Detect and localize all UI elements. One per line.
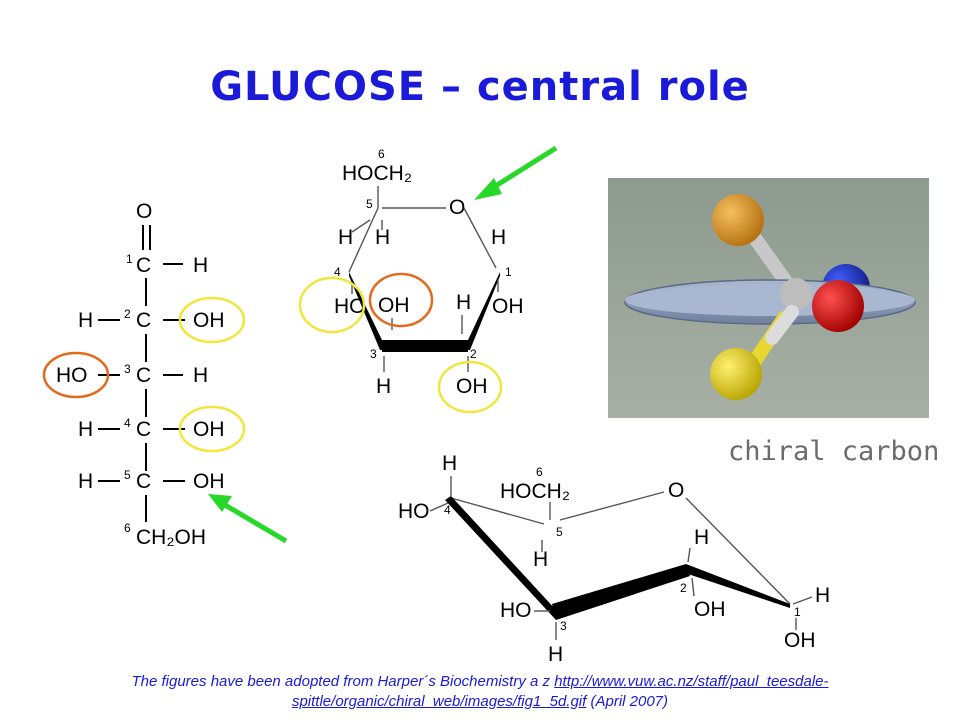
green-arrow-icon — [208, 494, 288, 544]
chair-conformation: H HO 4 6 HOCH₂ 5 H O H 2 OH H 1 OH HO 3 … — [398, 452, 830, 666]
page-title: GLUCOSE – central role — [210, 64, 750, 110]
svg-text:H: H — [533, 548, 548, 571]
svg-text:OH: OH — [378, 294, 410, 317]
svg-text:H: H — [442, 452, 457, 475]
svg-text:6: 6 — [124, 521, 131, 535]
fischer-o: O — [136, 200, 152, 223]
svg-text:HOCH₂: HOCH₂ — [500, 480, 570, 503]
svg-text:5: 5 — [556, 525, 563, 539]
svg-text:3: 3 — [124, 362, 131, 376]
source-link[interactable]: http://www.vuw.ac.nz/staff/paul_teesdale… — [291, 673, 829, 710]
svg-text:H: H — [338, 226, 353, 249]
svg-text:C: C — [136, 470, 151, 493]
svg-text:H: H — [548, 643, 563, 666]
svg-text:H: H — [78, 418, 93, 441]
svg-text:1: 1 — [505, 265, 512, 279]
svg-text:HO: HO — [500, 599, 532, 622]
svg-text:C: C — [136, 418, 151, 441]
haworth-projection: 6 HOCH₂ 5 O H H 4 H 1 HO OH H OH 3 2 H O… — [334, 147, 524, 398]
svg-text:2: 2 — [470, 347, 477, 361]
chiral-carbon-label: chiral carbon — [728, 436, 940, 467]
yellow-circle-c2-oh — [178, 296, 246, 344]
svg-text:H: H — [491, 226, 506, 249]
svg-text:HO: HO — [334, 295, 366, 318]
svg-text:OH: OH — [694, 598, 726, 621]
svg-text:HO: HO — [56, 364, 88, 387]
svg-text:OH: OH — [456, 375, 488, 398]
svg-text:H: H — [376, 375, 391, 398]
svg-text:O: O — [668, 479, 684, 502]
yellow-circle-c4-oh — [178, 405, 246, 453]
svg-text:H: H — [78, 470, 93, 493]
footer-suffix: (April 2007) — [586, 693, 669, 710]
svg-text:5: 5 — [366, 197, 373, 211]
svg-text:OH: OH — [193, 309, 225, 332]
green-arrow-icon — [474, 145, 558, 200]
svg-text:5: 5 — [124, 468, 131, 482]
svg-text:OH: OH — [492, 295, 524, 318]
svg-text:H: H — [456, 291, 471, 314]
svg-text:H: H — [694, 526, 709, 549]
svg-text:1: 1 — [126, 252, 133, 266]
orange-circle-c3-ho — [42, 351, 110, 399]
svg-text:2: 2 — [680, 581, 687, 595]
svg-text:C: C — [136, 254, 151, 277]
svg-text:1: 1 — [794, 605, 801, 619]
svg-text:H: H — [375, 226, 390, 249]
svg-text:OH: OH — [193, 418, 225, 441]
fischer-projection: O 1 C H H 2 C OH HO 3 C H H 4 C OH H — [56, 200, 225, 549]
svg-text:CH₂OH: CH₂OH — [136, 526, 206, 549]
chiral-carbon-model — [608, 178, 929, 418]
svg-text:3: 3 — [370, 347, 377, 361]
yellow-circle-haworth-c4 — [298, 276, 366, 334]
svg-text:4: 4 — [444, 503, 451, 517]
svg-text:O: O — [449, 196, 465, 219]
citation-footer: The figures have been adopted from Harpe… — [40, 672, 920, 712]
svg-text:C: C — [136, 309, 151, 332]
svg-text:2: 2 — [124, 307, 131, 321]
yellow-circle-haworth-c2 — [437, 360, 503, 414]
svg-text:H: H — [815, 584, 830, 607]
orange-circle-haworth-c3 — [368, 272, 434, 328]
svg-text:OH: OH — [193, 470, 225, 493]
svg-text:HO: HO — [398, 500, 430, 523]
svg-text:OH: OH — [784, 629, 816, 652]
svg-text:6: 6 — [536, 465, 543, 479]
svg-text:H: H — [193, 364, 208, 387]
svg-text:4: 4 — [334, 265, 341, 279]
svg-text:4: 4 — [124, 416, 131, 430]
svg-text:H: H — [78, 309, 93, 332]
footer-prefix: The figures have been adopted from Harpe… — [131, 673, 555, 690]
svg-text:H: H — [193, 254, 208, 277]
svg-text:C: C — [136, 364, 151, 387]
svg-text:6: 6 — [378, 147, 385, 161]
svg-text:HOCH₂: HOCH₂ — [342, 162, 412, 185]
svg-text:3: 3 — [560, 619, 567, 633]
